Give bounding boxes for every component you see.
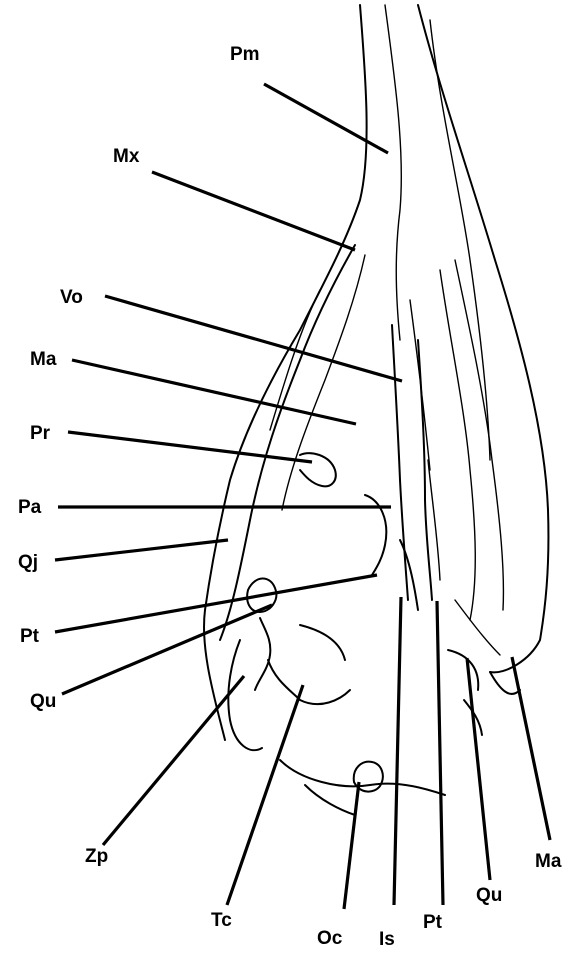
label-pr: Pr bbox=[30, 423, 51, 444]
leader-pm bbox=[264, 84, 388, 153]
leader-ma-left bbox=[72, 360, 356, 424]
label-vo: Vo bbox=[60, 287, 83, 308]
label-ma-left: Ma bbox=[30, 349, 57, 370]
label-qu-right: Qu bbox=[476, 885, 502, 906]
leader-pt-left bbox=[55, 575, 377, 632]
label-pt-left: Pt bbox=[20, 626, 40, 647]
leader-vo bbox=[105, 296, 402, 381]
label-is: Is bbox=[379, 929, 395, 950]
leader-pr bbox=[68, 432, 312, 462]
leader-zp bbox=[103, 676, 244, 845]
label-oc: Oc bbox=[317, 928, 343, 949]
leader-tc bbox=[227, 685, 303, 905]
leader-lines bbox=[55, 84, 550, 909]
leader-oc bbox=[344, 782, 359, 909]
label-zp: Zp bbox=[85, 846, 108, 867]
leader-is bbox=[394, 597, 401, 905]
leader-qu-right bbox=[467, 658, 490, 880]
label-pm: Pm bbox=[230, 44, 260, 65]
label-qj: Qj bbox=[18, 552, 38, 573]
label-mx: Mx bbox=[113, 146, 140, 167]
leader-mx bbox=[152, 172, 355, 250]
leader-pt-bottom bbox=[437, 601, 443, 905]
label-pa: Pa bbox=[18, 497, 42, 518]
leader-ma-right bbox=[512, 657, 550, 840]
label-ma-right: Ma bbox=[535, 851, 562, 872]
label-tc: Tc bbox=[211, 910, 232, 931]
label-pt-bottom: Pt bbox=[423, 912, 443, 933]
skull-drawing bbox=[204, 5, 548, 815]
label-qu-left: Qu bbox=[30, 691, 56, 712]
labels: Pm Mx Vo Ma Pr Pa Qj Pt Qu Zp Tc Oc Is P… bbox=[18, 44, 562, 950]
leader-qj bbox=[55, 540, 228, 560]
